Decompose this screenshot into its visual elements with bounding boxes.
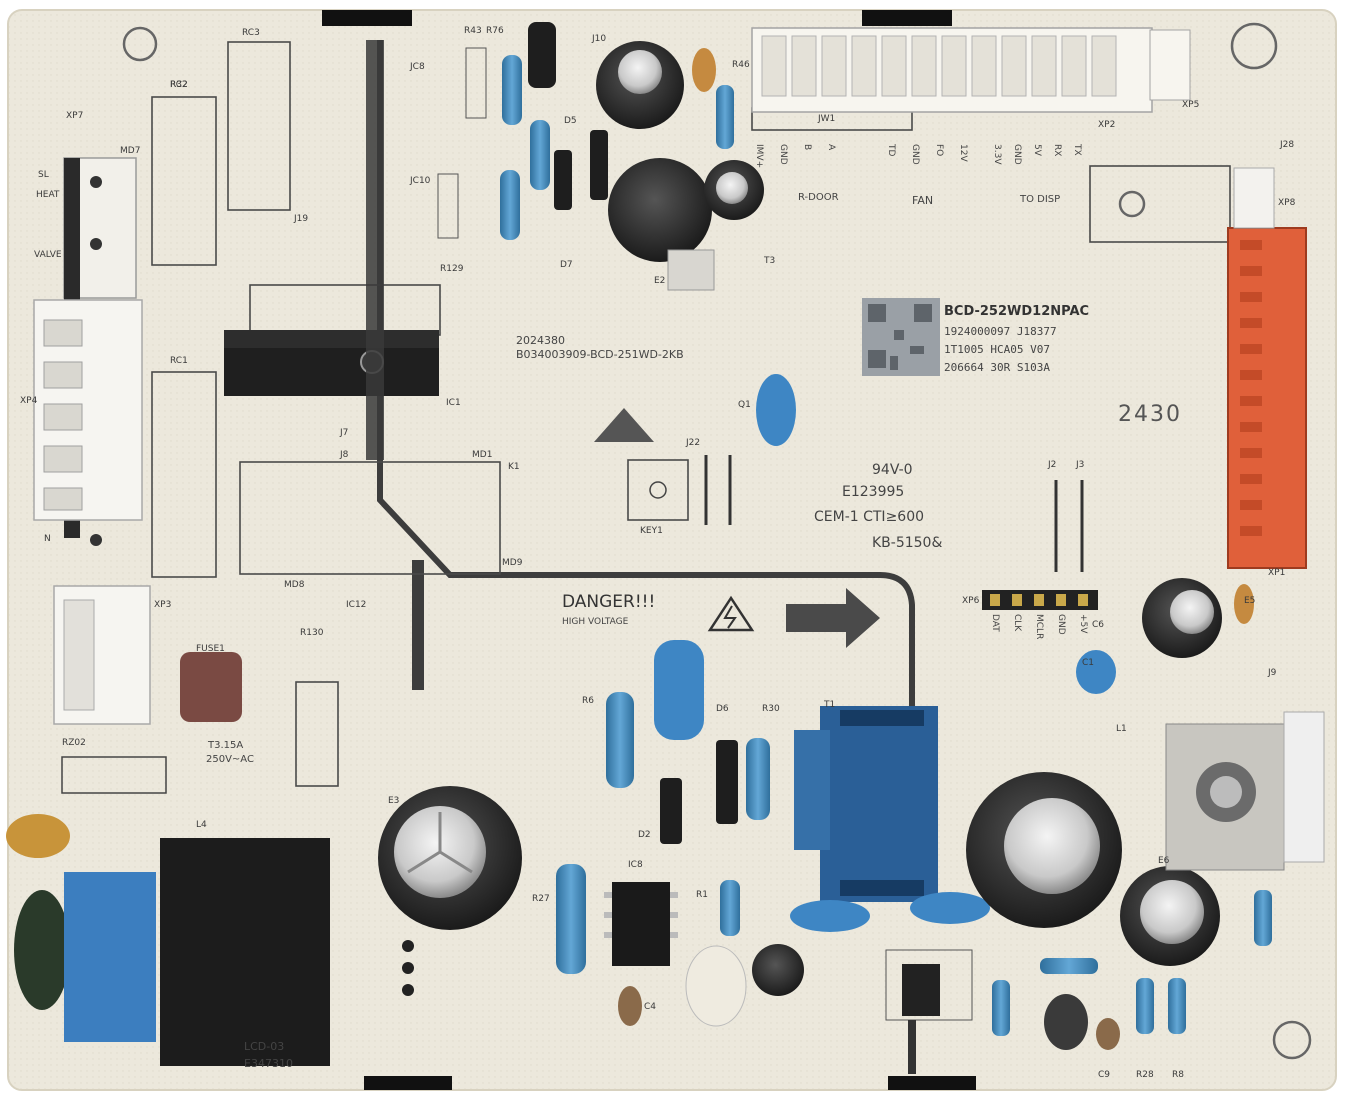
edge-tab — [322, 10, 412, 26]
relay-rc3-outline — [227, 41, 291, 211]
hv-isolation-line — [377, 40, 915, 720]
resistor-r6 — [606, 692, 634, 788]
mounting-hole — [1118, 190, 1146, 218]
diode-d2 — [660, 778, 682, 844]
relay-rc1-outline — [151, 371, 217, 578]
relay-k1-outline — [239, 461, 501, 575]
esd-warning-icon — [594, 408, 654, 442]
capacitor-e2 — [608, 158, 712, 262]
choke-bobbin — [64, 872, 156, 1042]
diode-d6 — [716, 740, 738, 824]
hv-isolation-slot — [412, 560, 424, 690]
key1-pad — [649, 481, 667, 499]
y-capacitor — [910, 892, 990, 924]
capacitor-c — [685, 945, 747, 1027]
capacitor-e7 — [752, 944, 804, 996]
ic8-optocoupler — [612, 882, 670, 966]
capacitor-q1 — [756, 374, 796, 446]
relay-rc2-outline — [151, 96, 217, 266]
resistor-r30 — [746, 738, 770, 820]
resistor-r1 — [720, 880, 740, 936]
edge-tab — [364, 1076, 452, 1090]
mounting-hole — [122, 26, 158, 62]
key1-outline — [627, 459, 689, 521]
transformer-t1 — [820, 706, 938, 902]
relay-heatsink-strap — [366, 40, 384, 460]
mounting-hole — [1272, 1020, 1312, 1060]
left-connectors — [33, 157, 151, 725]
fuse1 — [180, 652, 242, 722]
y-capacitor — [790, 900, 870, 932]
capacitor-c4 — [618, 986, 642, 1026]
x2-capacitor — [654, 640, 704, 740]
high-voltage-warning-icon — [707, 595, 755, 632]
varistor — [6, 814, 70, 858]
edge-tab — [888, 1076, 976, 1090]
ceramic-cap — [692, 48, 716, 92]
capacitor-c1 — [1076, 650, 1116, 694]
connector-xp1-orange — [1227, 227, 1307, 569]
regulator-outline — [1089, 165, 1231, 243]
rz02-outline — [61, 756, 167, 794]
mounting-hole — [1230, 22, 1278, 70]
x-capacitor — [14, 890, 70, 1010]
resistor-group-top — [437, 47, 734, 240]
resistor-r27 — [556, 864, 586, 974]
r130-outline — [295, 681, 339, 787]
arrow-icon — [786, 588, 880, 648]
edge-tab — [862, 10, 952, 26]
